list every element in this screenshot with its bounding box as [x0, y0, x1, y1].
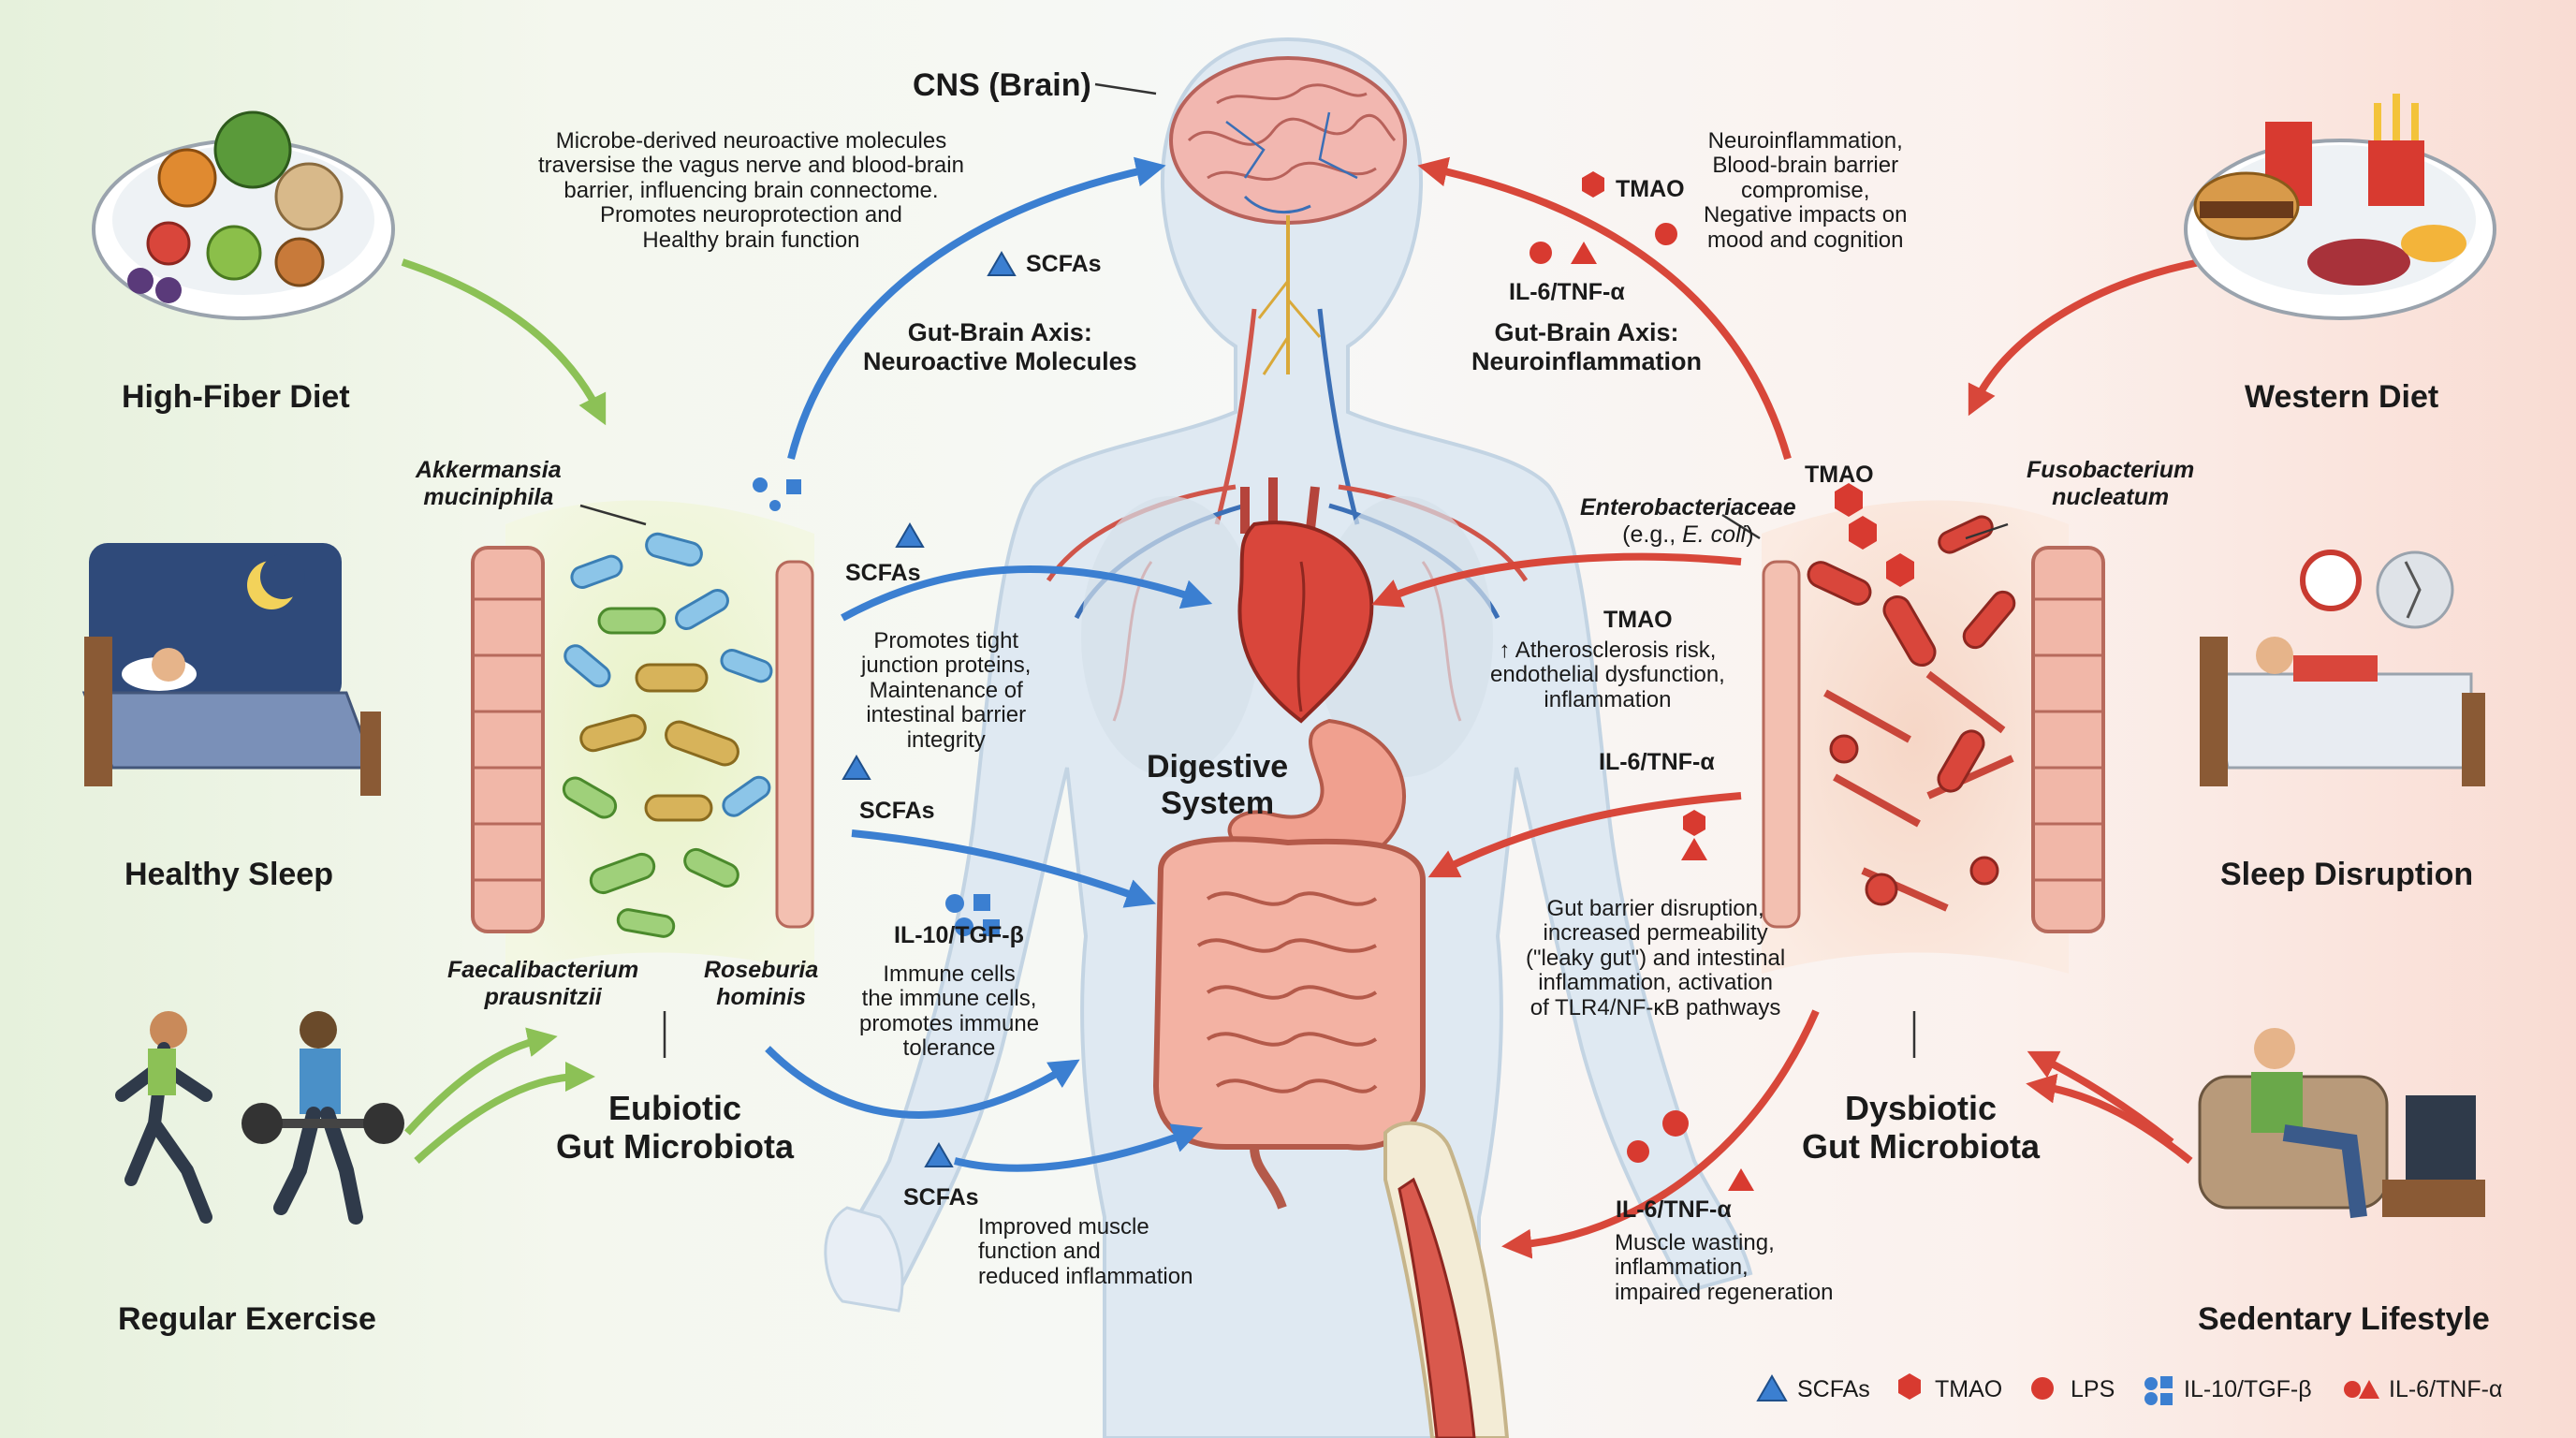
legend-tmao: TMAO: [1935, 1376, 2003, 1402]
right-muscle-cytokine-label: IL-6/TNF-α: [1616, 1196, 1732, 1223]
high-fiber-diet-illustration: [92, 110, 395, 320]
regular-exercise-label: Regular Exercise: [118, 1301, 376, 1337]
molecule-symbols: [753, 171, 1914, 1191]
cns-brain-label: CNS (Brain): [913, 67, 1091, 103]
brain-illustration: [1169, 56, 1407, 375]
fusobacterium-label: Fusobacterium nucleatum: [2027, 457, 2195, 510]
left-brain-description: Microbe-derived neuroactive molecules tr…: [538, 128, 964, 253]
lifestyle-arrows: [401, 258, 2201, 1165]
legend-symbols: [1756, 1373, 2379, 1405]
left-heart-description: Promotes tight junction proteins, Mainte…: [861, 628, 1032, 753]
faecalibacterium-label: Faecalibacterium prausnitzii: [447, 957, 639, 1010]
sleep-disruption-label: Sleep Disruption: [2220, 857, 2474, 892]
right-heart-description: ↑ Atherosclerosis risk, endothelial dysf…: [1490, 638, 1725, 712]
western-diet-label: Western Diet: [2245, 379, 2439, 415]
legend-lps: LPS: [2071, 1376, 2115, 1402]
sleep-disruption-illustration: [2200, 550, 2485, 786]
right-muscle-description: Muscle wasting, inflammation, impaired r…: [1615, 1230, 1834, 1305]
high-fiber-diet-label: High-Fiber Diet: [122, 379, 350, 415]
regular-exercise-illustration: [115, 1011, 404, 1225]
left-immune-description: Immune cells the immune cells, promotes …: [859, 961, 1040, 1062]
western-diet-illustration: [2184, 94, 2496, 320]
left-gut-brain-axis-label: Gut-Brain Axis: Neuroactive Molecules: [863, 318, 1137, 376]
harmful-bacteria: [1807, 515, 2016, 912]
right-brain-tmao-label: TMAO: [1616, 176, 1685, 202]
digestive-system-label: Digestive System: [1147, 749, 1289, 822]
harmful-arrows: [1371, 156, 1820, 1259]
right-brain-cytokine-label: IL-6/TNF-α: [1509, 279, 1625, 305]
dysbiotic-microbiota-label: Dysbiotic Gut Microbiota: [1802, 1089, 2040, 1167]
label-connectors: [579, 82, 2009, 1058]
akkermansia-label: Akkermansia muciniphila: [416, 457, 562, 510]
right-gut-cytokine-label: IL-6/TNF-α: [1599, 749, 1715, 775]
healthy-sleep-illustration: [81, 543, 381, 796]
beneficial-bacteria: [562, 532, 773, 938]
roseburia-label: Roseburia hominis: [704, 957, 819, 1010]
left-muscle-description: Improved muscle function and reduced inf…: [978, 1214, 1193, 1289]
left-heart-scfa-label: SCFAs: [845, 560, 921, 586]
right-top-tmao-label: TMAO: [1805, 462, 1874, 488]
right-gut-brain-axis-label: Gut-Brain Axis: Neuroinflammation: [1471, 318, 1703, 376]
leg-muscle-illustration: [1383, 1121, 1510, 1438]
legend-scfas: SCFAs: [1797, 1376, 1870, 1402]
legend-il10-tgfb: IL-10/TGF-β: [2184, 1376, 2312, 1402]
right-brain-description: Neuroinflammation, Blood-brain barrier c…: [1704, 128, 1908, 253]
heart-illustration: [1237, 477, 1374, 724]
enterobacteriaceae-label: Enterobacteriaceae (e.g., E. coli): [1580, 494, 1796, 548]
digestive-illustration: [1152, 718, 1426, 1210]
legend-il6-tnfa: IL-6/TNF-α: [2389, 1376, 2503, 1402]
left-muscle-scfa-label: SCFAs: [903, 1184, 979, 1211]
left-gut-scfa-label: SCFAs: [859, 798, 935, 824]
beneficial-arrows: [765, 156, 1213, 1172]
eubiotic-microbiota-label: Eubiotic Gut Microbiota: [556, 1089, 794, 1167]
eubiotic-gut-illustration: [471, 500, 814, 974]
sedentary-lifestyle-label: Sedentary Lifestyle: [2198, 1301, 2490, 1337]
body-silhouette: [824, 37, 1753, 1438]
left-immune-molecule-label: IL-10/TGF-β: [894, 922, 1024, 948]
sedentary-lifestyle-illustration: [2198, 1028, 2485, 1219]
right-heart-tmao-label: TMAO: [1603, 607, 1673, 633]
healthy-sleep-label: Healthy Sleep: [124, 857, 333, 892]
right-gut-description: Gut barrier disruption, increased permea…: [1526, 896, 1786, 1020]
left-brain-scfa-label: SCFAs: [1026, 251, 1102, 277]
left-lung: [1081, 496, 1259, 777]
